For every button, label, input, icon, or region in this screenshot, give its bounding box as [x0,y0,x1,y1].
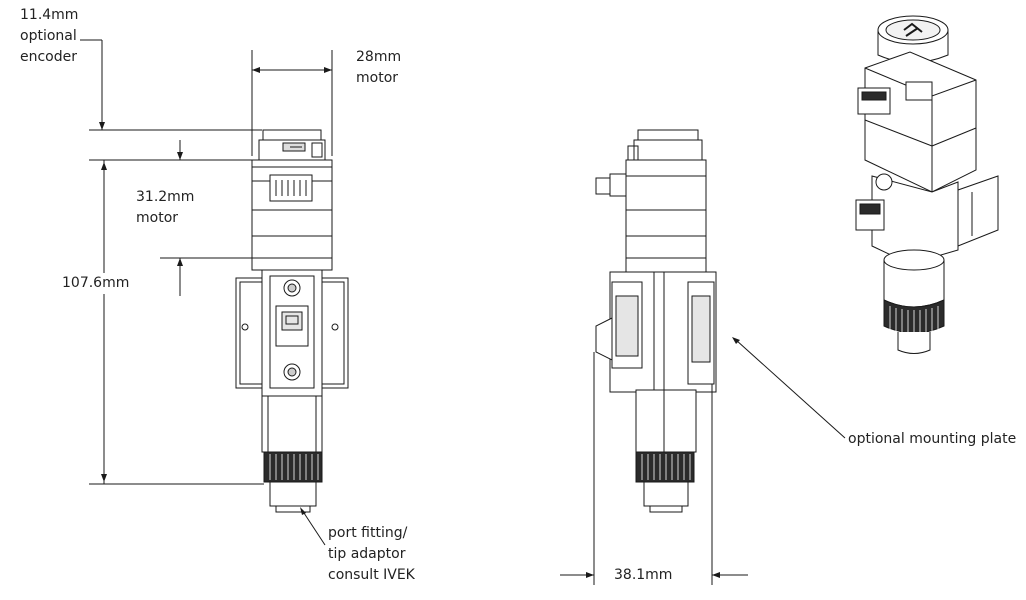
side-view-pump [593,129,717,585]
front-dimensions [80,39,333,546]
motor-width-label: 28mm motor [356,47,401,89]
overall-length-label: 107.6mm [60,273,132,294]
motor-length-text: motor [136,210,179,226]
front-valve-body [261,269,323,397]
side-knurled-nut [635,451,695,483]
port-fitting-label: port fitting/ tip adaptor consult IVEK [328,523,415,586]
iso-motor [857,51,977,193]
side-encoder [595,129,703,195]
motor-length-value: 31.2mm [136,189,195,205]
side-valve-body [609,271,717,393]
port-fitting-text-2: tip adaptor [328,546,406,562]
side-dimensions [560,337,846,585]
iso-port-fitting [897,332,931,354]
port-fitting-text-3: consult IVEK [328,567,415,583]
encoder-dimension-text-1: optional [20,28,77,44]
motor-width-text: motor [356,70,399,86]
side-port-fitting [643,481,689,513]
motor-length-label: 31.2mm motor [136,187,194,229]
iso-mounting-plate [957,175,999,247]
iso-encoder-cap [877,15,949,63]
side-mounting-plate [593,317,613,585]
encoder-dimension-label: 11.4mm optional encoder [20,5,78,68]
front-port-fitting [269,481,317,513]
front-encoder [258,129,326,161]
iso-cylinder [883,249,945,308]
iso-knurled-nut [883,299,945,334]
side-motor [609,159,707,273]
front-view-pump [235,129,349,513]
isometric-pump-view [855,15,999,354]
encoder-dimension-text-2: encoder [20,49,78,65]
motor-width-value: 28mm [356,49,402,65]
front-knurled-nut [263,451,323,483]
iso-valve-body [855,173,959,265]
port-fitting-text-1: port fitting/ [328,525,408,541]
plate-width-label: 38.1mm [614,567,673,583]
side-cylinder [635,389,697,453]
front-cylinder [261,395,323,453]
encoder-dimension-value: 11.4mm [20,7,79,23]
mounting-plate-label: optional mounting plate [848,431,1017,447]
front-motor [251,159,333,271]
